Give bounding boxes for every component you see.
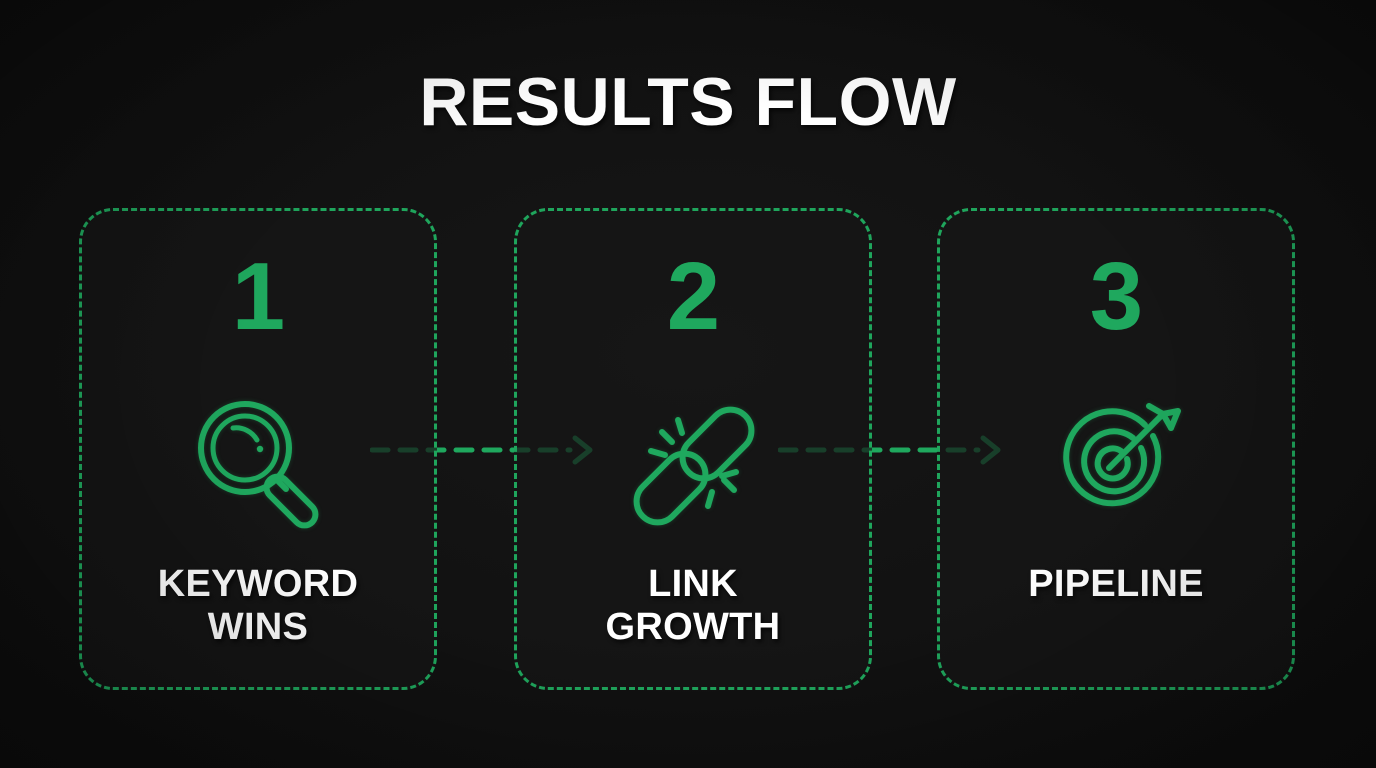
step-label-2: LINK GROWTH — [605, 563, 781, 648]
step-card-2[interactable]: 2 — [514, 208, 872, 690]
step-number-1: 1 — [231, 243, 285, 350]
step-number-2: 2 — [666, 243, 720, 350]
step-label-3: PIPELINE — [1028, 563, 1204, 605]
step-label-1: KEYWORD WINS — [157, 563, 359, 648]
target-arrow-icon — [940, 381, 1292, 541]
step-number-3: 3 — [1089, 243, 1143, 350]
page-title: RESULTS FLOW — [419, 64, 957, 140]
step-card-3[interactable]: 3 — [937, 208, 1295, 690]
magnifier-icon — [82, 381, 434, 541]
chain-link-icon — [517, 381, 869, 541]
step-card-1[interactable]: 1 KEYWORD WINS — [79, 208, 437, 690]
